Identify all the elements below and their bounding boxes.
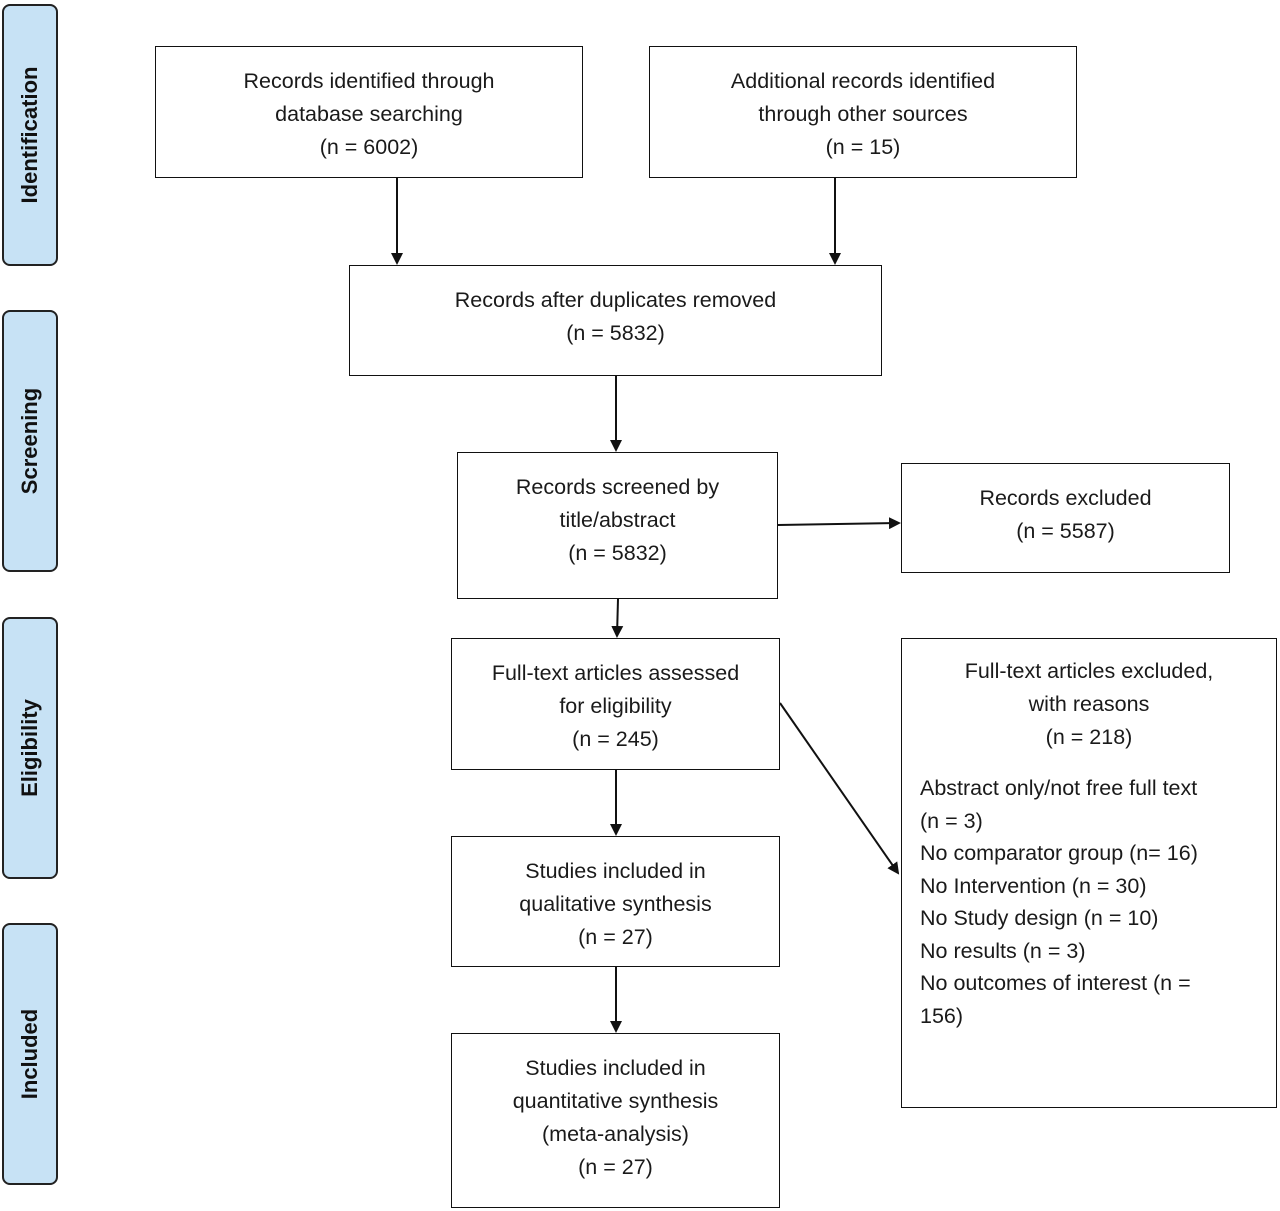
phase-identification-label: Identification (17, 66, 42, 204)
exclusion-reason: Abstract only/not free full text (920, 776, 1198, 800)
database-records-line1: Records identified through (243, 69, 495, 93)
fulltext-assessed-count: (n = 245) (572, 727, 659, 751)
duplicates-removed-box: Records after duplicates removed (n = 58… (349, 265, 882, 376)
fulltext-excluded-line1: Full-text articles excluded, (964, 659, 1214, 683)
qualitative-synthesis-box: Studies included in qualitative synthesi… (451, 836, 780, 967)
duplicates-removed-line1: Records after duplicates removed (454, 288, 777, 312)
other-sources-box: Additional records identified through ot… (649, 46, 1077, 178)
database-records-line2: database searching (275, 102, 463, 126)
phase-eligibility: Eligibility (2, 617, 58, 879)
fulltext-assessed-line1: Full-text articles assessed (491, 661, 740, 685)
quantitative-synthesis-line3: (meta-analysis) (542, 1122, 689, 1146)
arrow-fulltext-to-excluded (779, 702, 900, 875)
exclusion-reasons-list: Abstract only/not free full text (n = 3)… (920, 772, 1258, 1032)
other-sources-count: (n = 15) (825, 135, 901, 159)
exclusion-reason: (n = 3) (920, 808, 983, 833)
other-sources-line1: Additional records identified (730, 69, 996, 93)
exclusion-reason: No results (n = 3) (920, 938, 1086, 963)
qualitative-synthesis-line2: qualitative synthesis (519, 892, 712, 916)
fulltext-excluded-box: Full-text articles excluded, with reason… (901, 638, 1277, 1108)
qualitative-synthesis-count: (n = 27) (578, 925, 653, 949)
quantitative-synthesis-line2: quantitative synthesis (512, 1089, 719, 1113)
arrow-screened-to-fulltext (611, 598, 624, 638)
database-records-count: (n = 6002) (319, 135, 419, 159)
phase-included-label: Included (17, 1008, 42, 1100)
records-excluded-box: Records excluded (n = 5587) (901, 463, 1230, 573)
records-excluded-count: (n = 5587) (1016, 519, 1115, 543)
qualitative-synthesis-line1: Studies included in (525, 859, 706, 883)
arrow-screened-to-excluded (777, 517, 901, 530)
records-screened-count: (n = 5832) (568, 541, 667, 565)
records-screened-line2: title/abstract (559, 508, 676, 532)
phase-identification: Identification (2, 4, 58, 266)
duplicates-removed-count: (n = 5832) (566, 321, 665, 345)
phase-included: Included (2, 923, 58, 1185)
phase-eligibility-label: Eligibility (17, 699, 42, 797)
records-screened-line1: Records screened by (515, 475, 720, 499)
exclusion-reason: No comparator group (n= 16) (920, 841, 1198, 865)
exclusion-reason: No Study design (n = 10) (920, 906, 1159, 930)
quantitative-synthesis-line1: Studies included in (525, 1056, 706, 1080)
phase-screening-label: Screening (17, 387, 42, 495)
phase-screening: Screening (2, 310, 58, 572)
database-records-box: Records identified through database sear… (155, 46, 583, 178)
records-excluded-line1: Records excluded (979, 486, 1152, 510)
exclusion-reason: No Intervention (n = 30) (920, 873, 1147, 898)
exclusion-reason: No outcomes of interest (n = (920, 971, 1191, 995)
records-screened-box: Records screened by title/abstract (n = … (457, 452, 778, 599)
quantitative-synthesis-count: (n = 27) (578, 1155, 653, 1179)
other-sources-line2: through other sources (758, 102, 968, 126)
fulltext-assessed-box: Full-text articles assessed for eligibil… (451, 638, 780, 770)
quantitative-synthesis-box: Studies included in quantitative synthes… (451, 1033, 780, 1208)
exclusion-reason: 156) (920, 1003, 964, 1028)
fulltext-excluded-count: (n = 218) (1045, 725, 1133, 749)
fulltext-excluded-line2: with reasons (1028, 692, 1150, 716)
fulltext-assessed-line2: for eligibility (559, 694, 672, 718)
